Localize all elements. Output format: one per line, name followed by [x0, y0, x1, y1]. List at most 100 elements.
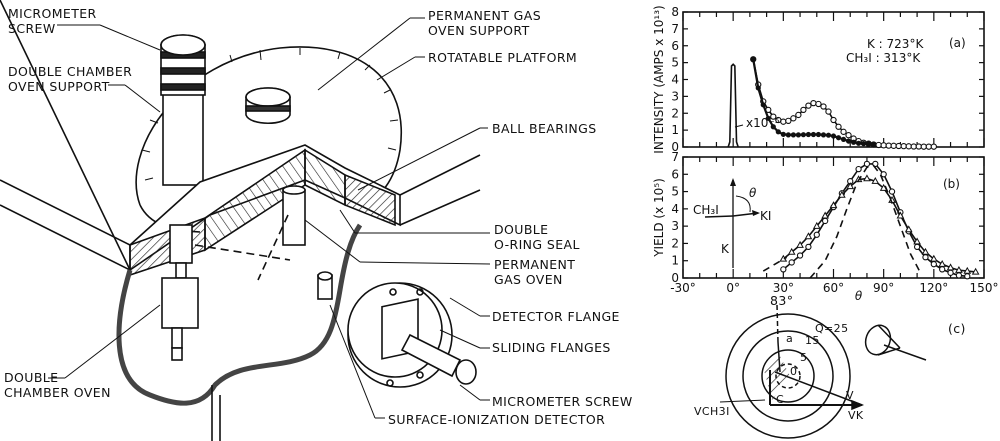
data-point [838, 190, 846, 198]
x-tick-label: 30° [773, 281, 794, 295]
label-double-o-ring-seal: DOUBLE O-RING SEAL [494, 222, 580, 252]
data-point [863, 174, 871, 182]
label-micrometer-screw-detector: MICROMETER SCREW [492, 394, 633, 409]
data-point [830, 116, 837, 124]
vacuum-chamber-wall [116, 223, 363, 406]
data-point [845, 132, 852, 139]
data-point [770, 124, 776, 130]
data-point [845, 138, 852, 144]
cone-icon [864, 324, 892, 356]
ring-label-0: 0 [790, 365, 798, 378]
data-point [840, 128, 847, 135]
data-point [930, 143, 937, 150]
angle-label-83: 83° [770, 293, 794, 308]
data-point [929, 254, 938, 262]
y-tick-label: 4 [671, 202, 679, 216]
data-point [805, 243, 812, 251]
y-tick-label: 7 [671, 22, 679, 36]
data-point [813, 231, 820, 238]
data-point [795, 111, 802, 119]
label-detector-flange: DETECTOR FLANGE [492, 309, 620, 324]
data-point [815, 131, 822, 138]
double-chamber-oven-lower [161, 277, 199, 329]
y-tick-label: 3 [671, 219, 679, 233]
data-point [815, 100, 822, 108]
data-point [780, 266, 787, 273]
data-point [795, 132, 801, 138]
annotation-scale: x10⁻⁵ [746, 116, 780, 130]
data-point [805, 102, 812, 109]
x-tick-label: -30° [670, 281, 696, 295]
panel-a-label: (a) [949, 36, 966, 50]
label-double-chamber-oven-support: DOUBLE CHAMBER OVEN SUPPORT [8, 64, 133, 94]
panel-b-label: (b) [943, 177, 960, 191]
vector-label-vk: VK [848, 409, 864, 422]
data-point [755, 85, 761, 91]
data-point [938, 259, 947, 267]
data-point [775, 129, 781, 135]
data-point [790, 115, 797, 122]
data-point [871, 141, 877, 148]
data-point [835, 123, 842, 130]
data-point [963, 266, 972, 274]
data-point [796, 240, 804, 248]
inset-ki-arrowhead [752, 210, 760, 216]
y-tick-label: 1 [671, 254, 679, 268]
data-point [787, 247, 796, 255]
ring-q25 [725, 313, 851, 439]
data-point [765, 115, 771, 121]
data-point [835, 135, 842, 141]
data-point [790, 132, 796, 138]
y-tick-label: 3 [671, 89, 679, 103]
data-point [846, 182, 855, 190]
y-axis-label: INTENSITY (AMPS x 10¹³) [652, 5, 666, 153]
data-point [888, 188, 896, 195]
data-point [785, 117, 792, 124]
label-ball-bearings: BALL BEARINGS [492, 121, 597, 136]
vector-a [777, 341, 781, 373]
ring-label-15: 15 [805, 334, 820, 347]
series-line-3 [762, 256, 788, 272]
y-tick-label: 1 [671, 123, 679, 137]
label-surface-ionization-detector: SURFACE-IONIZATION DETECTOR [388, 412, 606, 427]
label-sliding-flanges: SLIDING FLANGES [492, 340, 611, 355]
data-point [760, 102, 766, 108]
data-point [861, 141, 867, 147]
data-point [800, 106, 807, 114]
y-tick-label: 8 [671, 5, 679, 19]
y-tick-label: 5 [671, 185, 679, 199]
label-double-chamber-oven: DOUBLE CHAMBER OVEN [4, 370, 111, 400]
data-point [871, 176, 880, 184]
x-tick-label: 150° [970, 281, 999, 295]
y-tick-label: 2 [671, 106, 679, 120]
label-rotatable-platform: ROTATABLE PLATFORM [428, 50, 578, 65]
data-point [829, 201, 838, 209]
data-point [896, 211, 905, 219]
micrometer-screw-detector [455, 359, 477, 385]
data-point [955, 265, 963, 273]
label-permanent-gas-oven-support: PERMANENT GAS OVEN SUPPORT [428, 8, 542, 38]
vector-label-c: C [776, 393, 785, 406]
angle-line [776, 304, 779, 343]
x-tick-label: 60° [823, 281, 844, 295]
data-point [825, 108, 832, 115]
label-permanent-gas-oven: PERMANENT GAS OVEN [494, 257, 576, 287]
series-line-0 [727, 63, 739, 148]
data-point [863, 160, 871, 168]
y-tick-label: 2 [671, 236, 679, 250]
x-tick-label: 120° [919, 281, 948, 295]
data-point [810, 131, 817, 138]
ring-label-5: 5 [800, 351, 808, 364]
y-tick-label: 5 [671, 56, 679, 70]
inset-ki-label: KI [760, 209, 771, 223]
vector-label-vch3i: VCH3I [694, 405, 730, 418]
data-point [780, 131, 786, 137]
inset-ch3i-label: CH₃I [693, 203, 719, 217]
x-tick-label: 90° [873, 281, 894, 295]
vector-label-v: V [846, 389, 854, 402]
data-point [800, 132, 807, 138]
data-point [850, 139, 857, 145]
ring-q15 [742, 330, 834, 422]
data-point [946, 263, 955, 271]
